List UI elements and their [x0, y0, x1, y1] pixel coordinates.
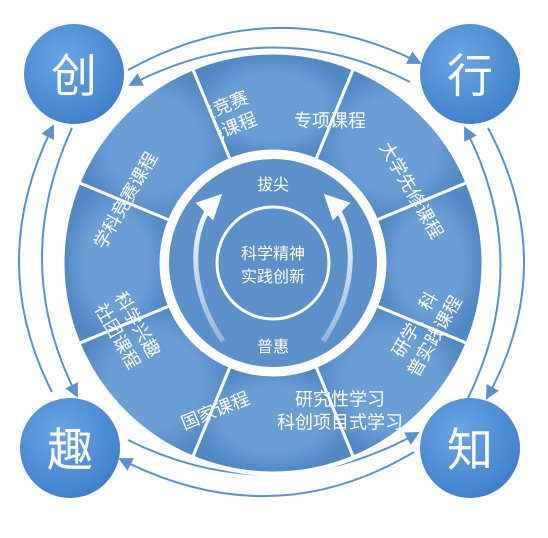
inner-label-bottom: 普惠 — [257, 337, 289, 356]
ring-segment-label: 专项课程 — [294, 111, 366, 132]
cycle-arrow — [486, 127, 525, 400]
center-label-line1: 科学精神 — [241, 244, 305, 263]
corner-circle — [20, 398, 120, 498]
corner-bottom-left: 趣 — [20, 398, 120, 498]
cycle-arrow — [128, 46, 411, 86]
corner-top-left: 创 — [24, 24, 124, 124]
center-disc — [215, 205, 331, 321]
left-rising-arrow — [193, 193, 226, 343]
corner-label: 创 — [51, 49, 97, 103]
ring-segment — [77, 67, 233, 223]
corner-circle — [24, 24, 124, 124]
inner-label-top: 拔尖 — [257, 175, 289, 194]
inner-ring: 拔尖 普惠 科学精神 实践创新 — [161, 151, 385, 375]
ring-segment-line: 科创项目式学习 — [277, 413, 403, 434]
cycle-arrow — [18, 124, 54, 393]
corner-label: 行 — [447, 49, 493, 103]
corner-top-right: 行 — [420, 24, 520, 124]
cycle-arrow — [464, 126, 502, 399]
corner-label: 知 — [447, 423, 493, 477]
right-rising-arrow — [320, 193, 353, 343]
ring-segment-line: 研究性学习 — [295, 390, 385, 411]
corner-circle — [420, 398, 520, 498]
corner-bottom-right: 知 — [420, 398, 520, 498]
corner-circle — [420, 24, 520, 124]
cycle-arrow — [118, 451, 415, 497]
center-label-line2: 实践创新 — [241, 267, 305, 286]
cycle-arrow — [40, 127, 78, 398]
cycle-arrow — [127, 27, 422, 71]
corner-label: 趣 — [47, 423, 93, 477]
ring-segment-line: 专项课程 — [294, 111, 366, 132]
outer-ring: 科技竞赛实践课程专项课程大学先修课程研学、科普实践课程研究性学习科创项目式学习国… — [60, 50, 486, 476]
